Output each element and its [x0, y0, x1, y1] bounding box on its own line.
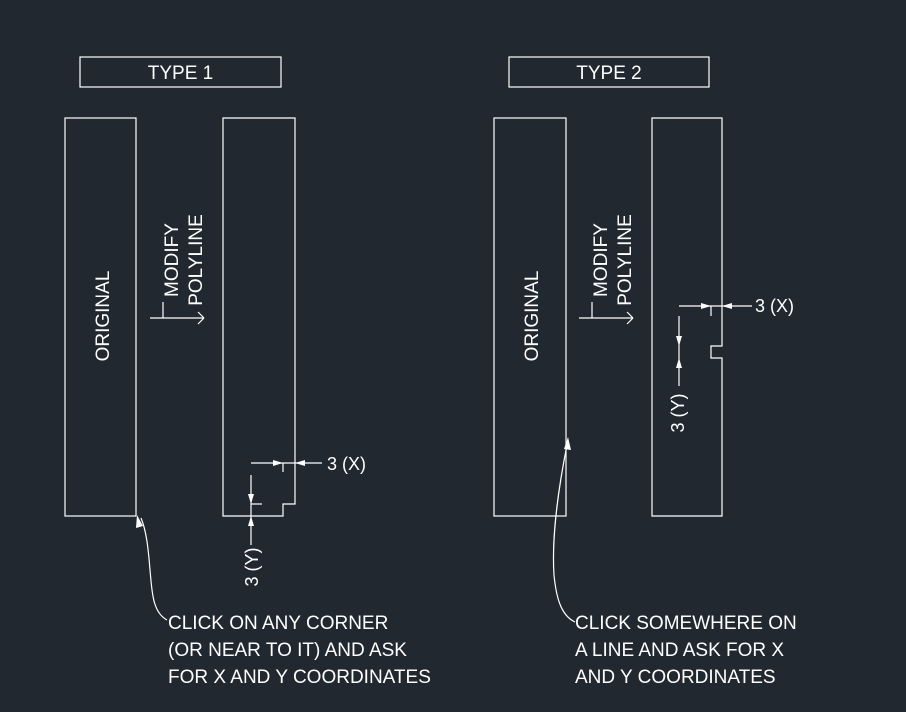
type2-modified-polyline: [651, 117, 723, 517]
type1-x-dim-arrow-a: [273, 460, 283, 466]
type2-title: TYPE 2: [576, 63, 641, 84]
type2-polyline-label: POLYLINE: [615, 214, 636, 306]
type2-y-dim-label: 3 (Y): [668, 393, 688, 432]
type1-x-dim-arrow-b: [295, 460, 305, 466]
type1-modify-arrowhead-b: [197, 317, 205, 325]
type1-y-dim-label: 3 (Y): [242, 547, 262, 586]
type1-modify-arrowhead-a: [197, 311, 205, 319]
type2-note-line-1: CLICK SOMEWHERE ON: [575, 613, 797, 634]
type1-title: TYPE 1: [148, 63, 213, 84]
type2-original-label: ORIGINAL: [522, 271, 543, 362]
type1-original-label: ORIGINAL: [93, 271, 114, 362]
type1-note-line-3: FOR X AND Y COORDINATES: [168, 667, 431, 688]
type2-leader-line: [552, 444, 576, 623]
type2-original-rect: [493, 117, 567, 517]
type2-y-dim-arrow-b: [676, 358, 682, 368]
type2-title-box: [508, 56, 710, 88]
type2-x-dim-arrow-a: [701, 303, 711, 309]
type1-title-box: [79, 56, 282, 88]
type2-note-line-2: A LINE AND ASK FOR X: [575, 640, 784, 661]
type2-modify-arrowhead-b: [626, 317, 634, 325]
type1-x-dim-label: 3 (X): [327, 454, 366, 474]
type2-leader-arrow: [564, 437, 571, 450]
type2-x-dim-label: 3 (X): [755, 296, 794, 316]
type1-leader-arrow: [136, 515, 143, 528]
type1-polyline-label: POLYLINE: [186, 214, 207, 306]
type1-modify-label: MODIFY: [162, 223, 183, 297]
type1-y-dim-arrow-b: [248, 516, 254, 526]
type1-leader-line: [140, 517, 168, 621]
type1-group: TYPE 1 ORIGINAL MODIFY POLYLINE 3 (X) 3 …: [64, 56, 431, 688]
type2-note-line-3: AND Y COORDINATES: [575, 667, 776, 688]
type1-original-rect: [64, 117, 137, 517]
type2-x-dim-arrow-b: [722, 303, 732, 309]
type2-group: TYPE 2 ORIGINAL MODIFY POLYLINE 3 (X) 3 …: [493, 56, 797, 688]
type2-modify-label: MODIFY: [591, 223, 612, 297]
type2-modify-arrowhead-a: [626, 311, 634, 319]
type1-modified-polyline: [222, 117, 296, 517]
type1-note-line-2: (OR NEAR TO IT) AND ASK: [168, 640, 407, 661]
type2-y-dim-arrow-a: [676, 336, 682, 346]
type1-y-dim-arrow-a: [248, 494, 254, 504]
type1-note-line-1: CLICK ON ANY CORNER: [168, 613, 388, 634]
